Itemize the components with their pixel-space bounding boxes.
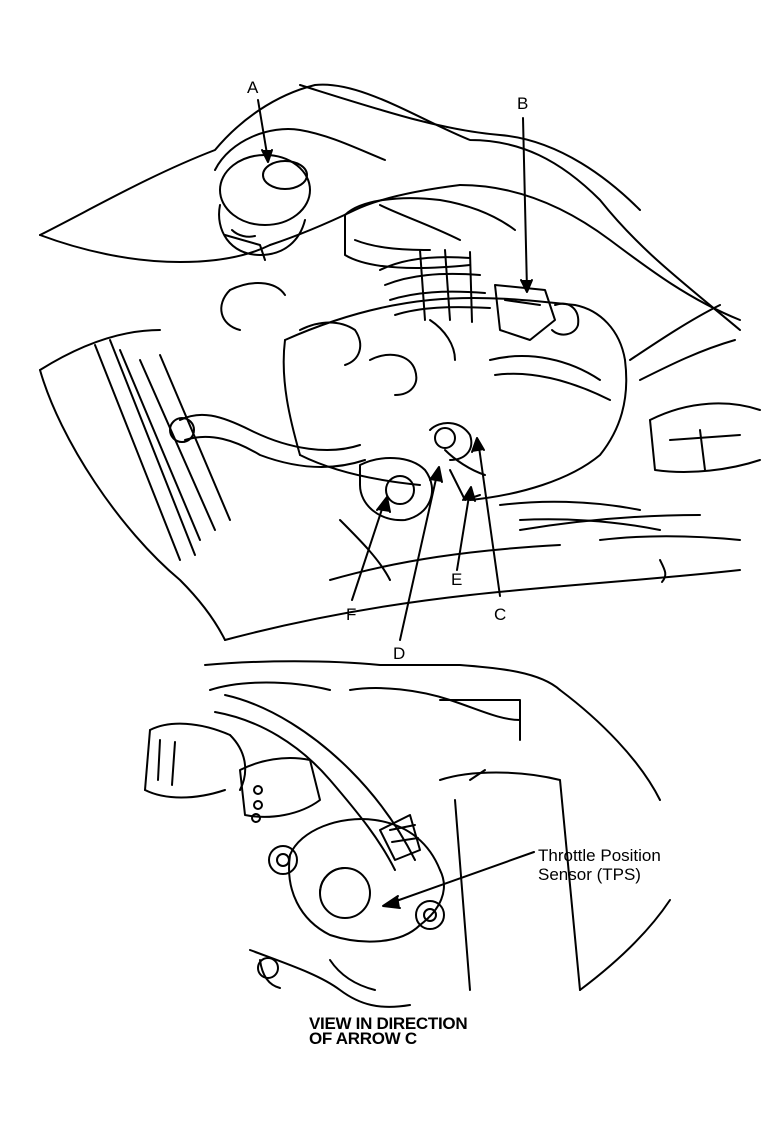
callout-f: F bbox=[346, 605, 357, 624]
callout-b: B bbox=[517, 94, 529, 113]
leader-a bbox=[257, 99, 273, 163]
view-caption-line1: VIEW IN DIRECTION bbox=[309, 1014, 468, 1033]
tps-label-line1: Throttle Position bbox=[538, 846, 661, 865]
leader-f bbox=[351, 496, 391, 601]
engine-bay-overview bbox=[39, 83, 761, 641]
leader-e bbox=[456, 486, 476, 571]
leader-c bbox=[471, 437, 501, 597]
tps-label-line2: Sensor (TPS) bbox=[538, 865, 641, 884]
leader-b bbox=[520, 117, 533, 293]
callout-leaders bbox=[257, 99, 533, 641]
tps-label: Throttle Position Sensor (TPS) bbox=[538, 846, 661, 884]
callout-e: E bbox=[451, 570, 463, 589]
view-caption: VIEW IN DIRECTION OF ARROW C bbox=[309, 1014, 468, 1048]
callout-a: A bbox=[247, 78, 259, 97]
callout-d: D bbox=[393, 644, 406, 663]
leader-d bbox=[399, 466, 443, 641]
throttle-detail-view bbox=[144, 660, 671, 1008]
callout-c: C bbox=[494, 605, 507, 624]
view-caption-line2: OF ARROW C bbox=[309, 1029, 417, 1048]
